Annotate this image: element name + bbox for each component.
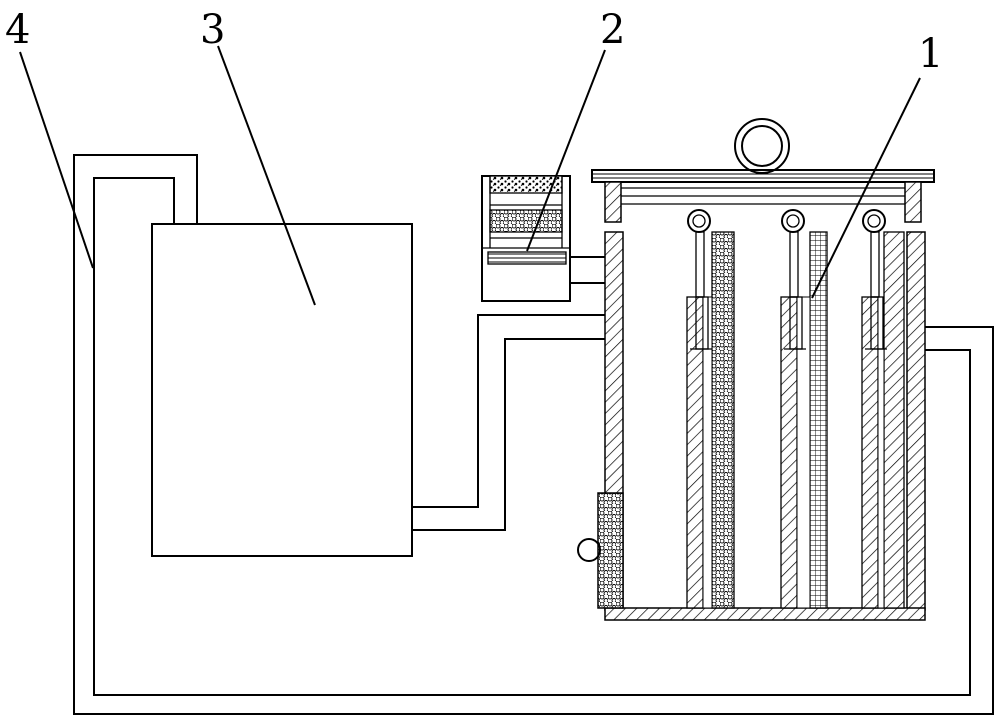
leader-line-3 [217,45,316,306]
container-1 [577,118,935,621]
connector-pipe [412,314,622,531]
leader-line-2 [526,49,606,252]
label-4: 4 [5,7,30,53]
pipe-4 [73,154,994,715]
filter-box-2 [481,175,623,302]
main-tank-3 [151,223,413,557]
leader-line-4 [19,51,94,269]
label-1: 1 [918,31,943,77]
label-3: 3 [200,7,225,53]
leader-line-1 [811,77,921,299]
label-2: 2 [600,7,625,53]
